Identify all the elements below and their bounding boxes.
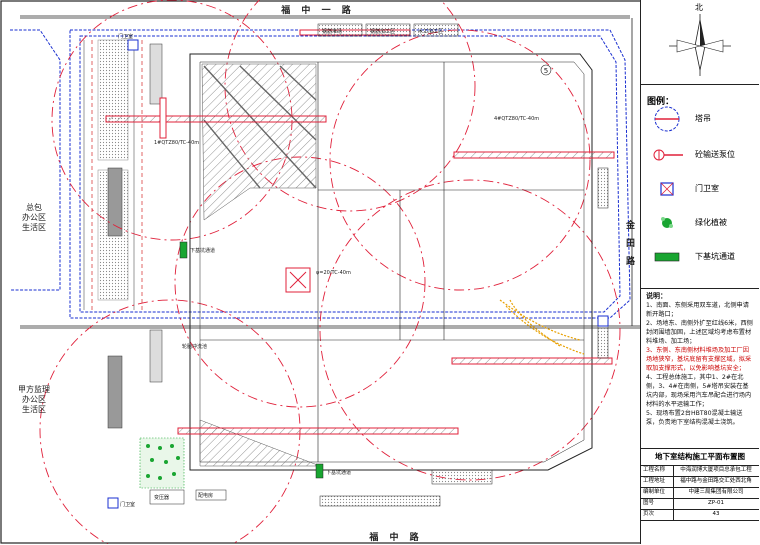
gate-house-right — [597, 315, 609, 327]
title-row-project-value: 中海润博大厦项目总承包工程 — [673, 465, 758, 476]
title-row-drawing-no-value: ZP-01 — [673, 498, 758, 509]
transformer-box — [149, 489, 185, 505]
title-row-company: 编制单位 中建三局集团有限公司 — [641, 487, 759, 499]
title-row-address: 工程地址 福中路与金田路交汇处西北角 — [641, 476, 759, 488]
title-row-page-value: 43 — [673, 509, 758, 520]
road-right-char-2: 田 — [626, 238, 635, 249]
crane-center-label: φ=20/TC-40m — [316, 270, 351, 276]
left-dorm-upper — [107, 167, 123, 237]
top-storage-yards — [317, 23, 459, 37]
title-row-address-value: 福中路与金田路交汇处西北角 — [673, 476, 758, 487]
legend-item-guard-house: 门卫室 — [641, 174, 759, 204]
legend-label-concrete-pump: 砼输送泵位 — [695, 150, 735, 159]
roads — [20, 15, 640, 329]
support-hatch-area-bottom — [199, 419, 321, 467]
site-fence — [10, 29, 631, 319]
left-office-block-upper — [97, 39, 129, 161]
legend-item-concrete-pump: 砼输送泵位 — [641, 140, 759, 170]
crane-label-2: 1#QTZ80/TC-40m — [154, 140, 199, 146]
pit-stair-bottom-label: 下基坑通道 — [326, 469, 351, 476]
note-line-2: 2、场地东、南侧外扩至红线6米，西侧封闭围墙加固，上述区域均考虑布置材料堆场、加… — [646, 320, 753, 345]
note-line-1: 1、南面、东侧采用双车道，北侧申请新开路口； — [646, 302, 749, 318]
legend-item-tower-crane: 塔吊 — [641, 104, 759, 134]
processing-label: 钢筋加工区 — [370, 28, 395, 35]
marker-circle — [540, 64, 552, 76]
crane-note-label: 4#QTZ80/TC-40m — [494, 116, 539, 122]
road-top-label: 福 中 一 路 — [280, 4, 354, 16]
zone-lower-line-1: 甲方监理 — [18, 384, 50, 394]
compass-icon — [669, 14, 731, 76]
notes-box: 说明： 1、南面、东侧采用双车道，北侧申请新开路口； 2、场地东、南侧外扩至红线… — [641, 288, 759, 448]
right-storage-yards — [597, 167, 609, 359]
north-arrow-box: 北 — [641, 0, 759, 85]
support-hatch-area — [201, 63, 317, 221]
pit-stair-left-label: 下基坑通道 — [190, 247, 215, 254]
tower-crane-icon — [654, 106, 680, 132]
left-building-top-1 — [149, 43, 163, 105]
legend-item-greenery: 绿化植被 — [641, 208, 759, 238]
title-row-drawing-no-key: 图号 — [643, 500, 655, 506]
pit-stair-icon — [654, 252, 680, 262]
drawing-title: 地下室结构施工平面布置图 — [641, 449, 759, 466]
note-line-5: 5、现场布置2台HBT80混凝土输送泵，负责地下室结构混凝土浇筑。 — [646, 410, 743, 426]
pit-stair-left — [179, 241, 188, 259]
title-row-company-key: 编制单位 — [643, 489, 666, 495]
legend-label-tower-crane: 塔吊 — [695, 114, 711, 123]
gate-bottom-label: 门卫室 — [120, 501, 135, 508]
guard-house-icon — [660, 182, 674, 196]
legend-label-guard-house: 门卫室 — [695, 184, 719, 193]
concrete-pump-icon — [653, 149, 683, 161]
legend-box: 图例： 塔吊 砼输送泵位 门卫室 — [641, 84, 759, 289]
greenery-icon — [661, 217, 673, 228]
note-line-3: 3、东侧、东南侧材料堆场及加工厂因场地狭窄，基坑底留有支撑区域，拟采取加支撑形式… — [646, 347, 752, 372]
legend-label-pit-stair: 下基坑通道 — [695, 252, 735, 261]
transformer-label: 变压器 — [154, 494, 169, 501]
title-row-company-value: 中建三局集团有限公司 — [673, 487, 758, 498]
road-bottom-label: 福 中 路 — [368, 531, 422, 543]
left-building-top-2 — [149, 329, 163, 383]
gate-house-bottom — [107, 497, 119, 509]
title-row-page: 页次 43 — [641, 509, 759, 521]
prefab-label: 木工加工区 — [418, 28, 443, 35]
legend-item-pit-stair: 下基坑通道 — [641, 242, 759, 272]
title-row-project-key: 工程名称 — [643, 467, 666, 473]
concrete-pump-arcs — [499, 299, 585, 355]
marker-number: 5 — [544, 67, 548, 75]
title-row-address-key: 工程地址 — [643, 478, 666, 484]
bottom-storage-yards — [319, 469, 493, 507]
pit-stair-bottom — [315, 463, 324, 479]
title-block: 地下室结构施工平面布置图 工程名称 中海润博大厦项目总承包工程 工程地址 福中路… — [641, 448, 759, 545]
gate-top-label: 门卫室 — [118, 33, 133, 40]
title-row-page-key: 页次 — [643, 511, 655, 517]
left-corridor — [83, 40, 143, 310]
title-row-project: 工程名称 中海润博大厦项目总承包工程 — [641, 465, 759, 477]
left-dorm-lower — [107, 355, 123, 429]
title-row-drawing-no: 图号 ZP-01 — [641, 498, 759, 510]
greenery-dots — [146, 444, 180, 480]
zone-lower-line-3: 生活区 — [22, 404, 46, 414]
notes-title: 说明： — [646, 292, 667, 300]
tower-crane-booms — [105, 29, 615, 435]
crane-center-x — [289, 271, 307, 289]
distribution-box — [195, 489, 227, 501]
north-label: 北 — [695, 3, 703, 12]
side-panel: 北 图例： 塔吊 砼输送泵位 门卫室 — [640, 0, 760, 544]
wash-pump-label: 轮胎冲洗池 — [182, 343, 207, 350]
support-beams — [203, 65, 317, 189]
road-right-char-1: 金 — [625, 219, 636, 231]
legend-label-greenery: 绿化植被 — [695, 218, 727, 227]
zone-lower-line-2: 办公区 — [22, 394, 46, 404]
road-right-char-3: 路 — [626, 255, 636, 267]
gate-house-top — [127, 39, 139, 51]
note-line-4: 4、工程总体施工，其中1、2#在北侧，3、4#在南侧，5#塔吊安装在基坑内部，现… — [646, 374, 752, 408]
zone-upper-line-2: 办公区 — [22, 212, 46, 222]
legend-title: 图例： — [647, 97, 675, 107]
distribution-label: 配电房 — [198, 492, 213, 499]
zone-upper-line-1: 总包 — [26, 202, 42, 212]
zone-upper-line-3: 生活区 — [22, 222, 46, 232]
storage-label: 钢筋堆场 — [322, 28, 342, 35]
